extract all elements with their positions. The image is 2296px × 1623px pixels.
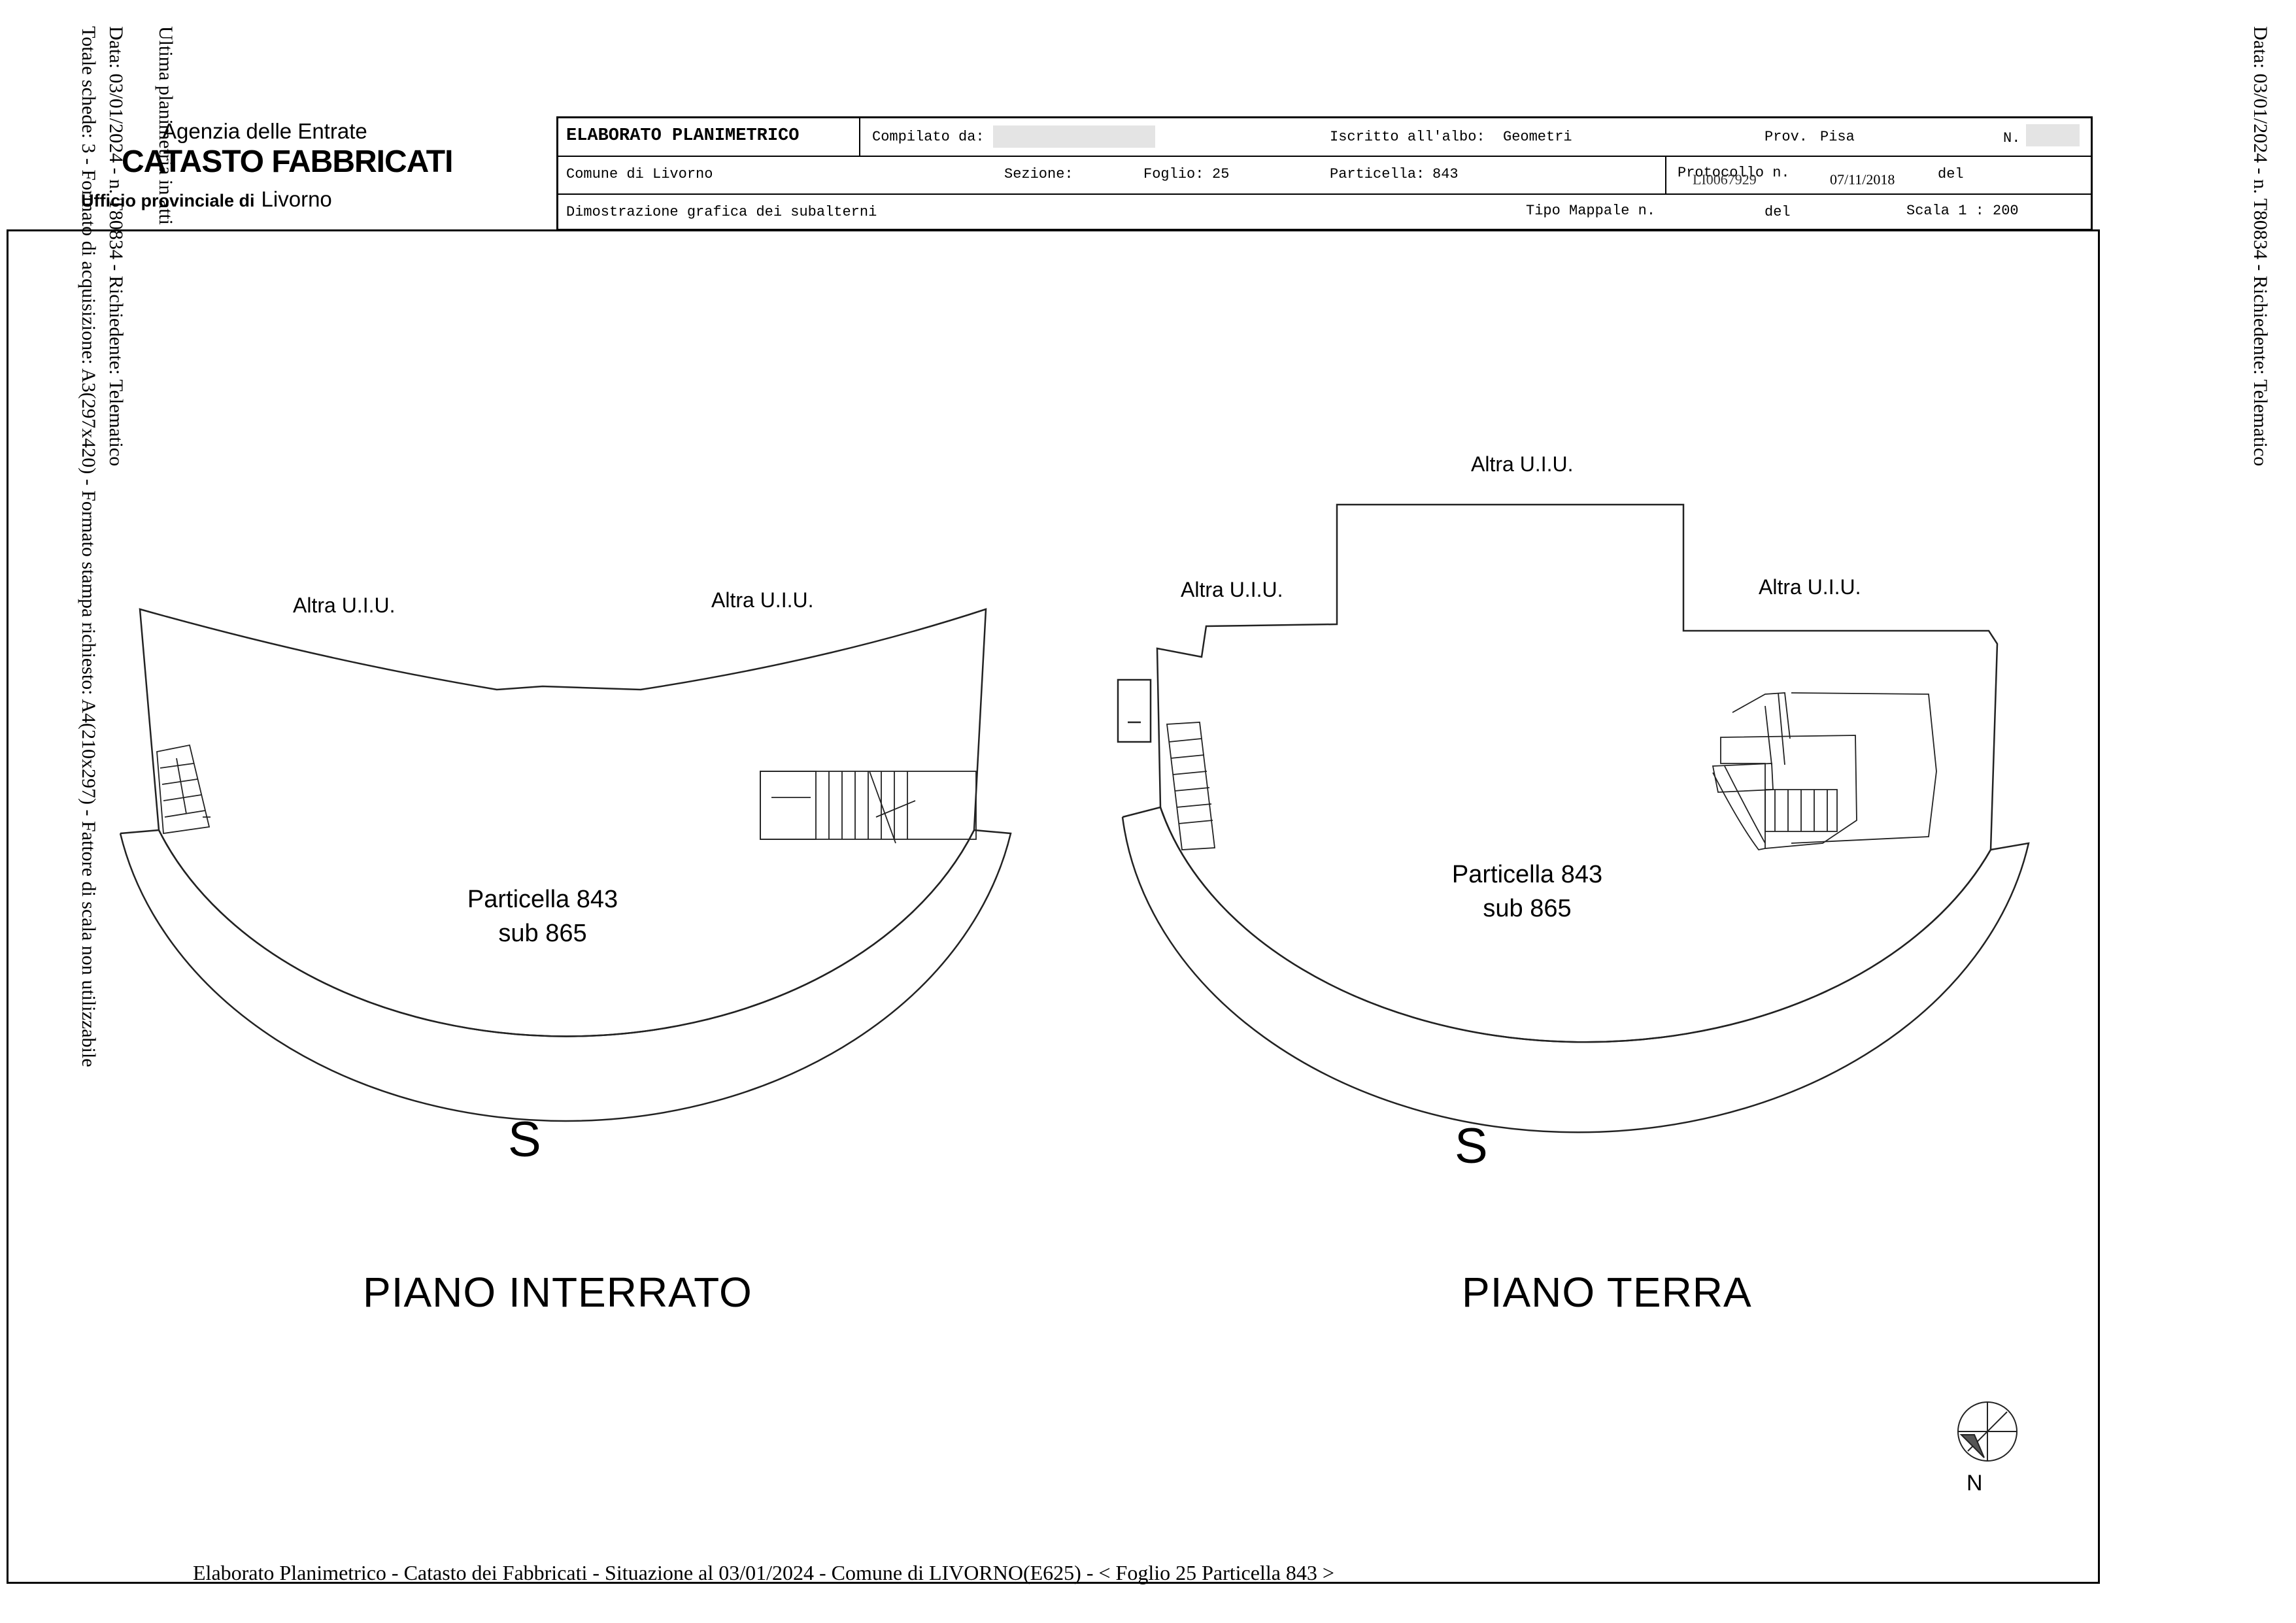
north-arrow (1957, 1401, 2017, 1462)
compilato-redacted (993, 125, 1155, 148)
piano-interrato-plan (119, 608, 1012, 1122)
interrato-particella: Particella 843 sub 865 (438, 882, 647, 950)
terra-outline (1156, 503, 1999, 1043)
interrato-sub-label: sub 865 (498, 920, 587, 947)
terra-altra-uiu-right: Altra U.I.U. (1759, 575, 1861, 599)
side-text-totale-schede: Totale schede: 3 - Formato di acquisizio… (78, 26, 99, 1067)
terra-altra-uiu-top: Altra U.I.U. (1471, 452, 1574, 476)
agency-name: Agenzia delle Entrate (162, 119, 367, 143)
terra-s-marker: S (1455, 1118, 1488, 1174)
interrato-altra-uiu-2: Altra U.I.U. (711, 588, 814, 612)
protocollo-date: 07/11/2018 (1830, 171, 1895, 188)
footer-text: Elaborato Planimetrico - Catasto dei Fab… (193, 1561, 1334, 1584)
comune: Comune di Livorno (566, 166, 713, 182)
terra-particella-label: Particella 843 (1451, 861, 1603, 888)
side-text-right: Data: 03/01/2024 - n. T80834 - Richieden… (2250, 26, 2271, 467)
terra-sub-label: sub 865 (1483, 895, 1572, 922)
tipo-mappale-label: Tipo Mappale n. (1526, 203, 1656, 219)
interrato-stair-right (760, 771, 977, 844)
north-label: N (1967, 1471, 1983, 1496)
prov-label: Prov. (1764, 129, 1808, 145)
foglio-label: Foglio: (1143, 166, 1204, 182)
terra-stair-right (1712, 692, 1857, 850)
terra-stair-left (1166, 722, 1216, 850)
terra-right-block (1791, 692, 1937, 844)
side-text-ultima-planimetria: Ultima planimetria in atti (155, 26, 177, 226)
floor-label-interrato: PIANO INTERRATO (363, 1269, 752, 1316)
n-redacted (2026, 124, 2080, 146)
terra-step (1117, 678, 1152, 743)
drawing-frame (7, 229, 2100, 1584)
dimostrazione-grafica: Dimostrazione grafica dei subalterni (566, 204, 877, 220)
albo-value: Geometri (1503, 129, 1572, 145)
header-row-3: Dimostrazione grafica dei subalterni Tip… (558, 193, 2091, 231)
albo-label: Iscritto all'albo: (1330, 129, 1485, 145)
interrato-particella-label: Particella 843 (467, 886, 618, 913)
tipo-mappale-del-label: del (1764, 204, 1791, 220)
scala-label: Scala 1 : 200 (1906, 203, 2019, 219)
particella-label: Particella: (1330, 166, 1425, 182)
interrato-altra-uiu-1: Altra U.I.U. (293, 594, 396, 617)
particella-value: 843 (1432, 166, 1459, 182)
protocollo-value: LI0067929 (1693, 171, 1757, 188)
piano-terra-plan (1117, 503, 2030, 1133)
floor-label-terra: PIANO TERRA (1462, 1269, 1752, 1316)
compilato-label: Compilato da: (872, 129, 985, 145)
header-row-2: Comune di Livorno Sezione: Foglio: 25 Pa… (558, 156, 2091, 195)
interrato-stair-left (156, 744, 211, 835)
foglio-value: 25 (1212, 166, 1230, 182)
ufficio-city: Livorno (261, 187, 332, 211)
terra-altra-uiu-left: Altra U.I.U. (1181, 578, 1283, 601)
terra-outer-wall (1121, 806, 2030, 1133)
interrato-outline (139, 608, 987, 1037)
interrato-outer-wall (119, 829, 1012, 1122)
interrato-s-marker: S (508, 1112, 541, 1167)
protocollo-del-label: del (1938, 166, 1964, 182)
ufficio-provinciale: Ufficio provinciale di Livorno (81, 187, 332, 212)
protocollo-label: Protocollo n. (1678, 165, 1790, 181)
terra-particella: Particella 843 sub 865 (1423, 858, 1632, 926)
n-label: N. (2003, 130, 2021, 146)
sezione-label: Sezione: (1004, 166, 1073, 182)
header-row-1: ELABORATO PLANIMETRICO Compilato da: Isc… (558, 118, 2091, 157)
header-divider-2 (1665, 156, 1666, 193)
prov-value: Pisa (1820, 129, 1855, 145)
ufficio-label: Ufficio provinciale di (81, 191, 255, 210)
header-divider (859, 118, 860, 156)
catasto-title: CATASTO FABBRICATI (122, 144, 453, 179)
side-text-data-richiedente: Data: 03/01/2024 - n. T80834 - Richieden… (105, 26, 127, 467)
header-title: ELABORATO PLANIMETRICO (566, 126, 800, 146)
